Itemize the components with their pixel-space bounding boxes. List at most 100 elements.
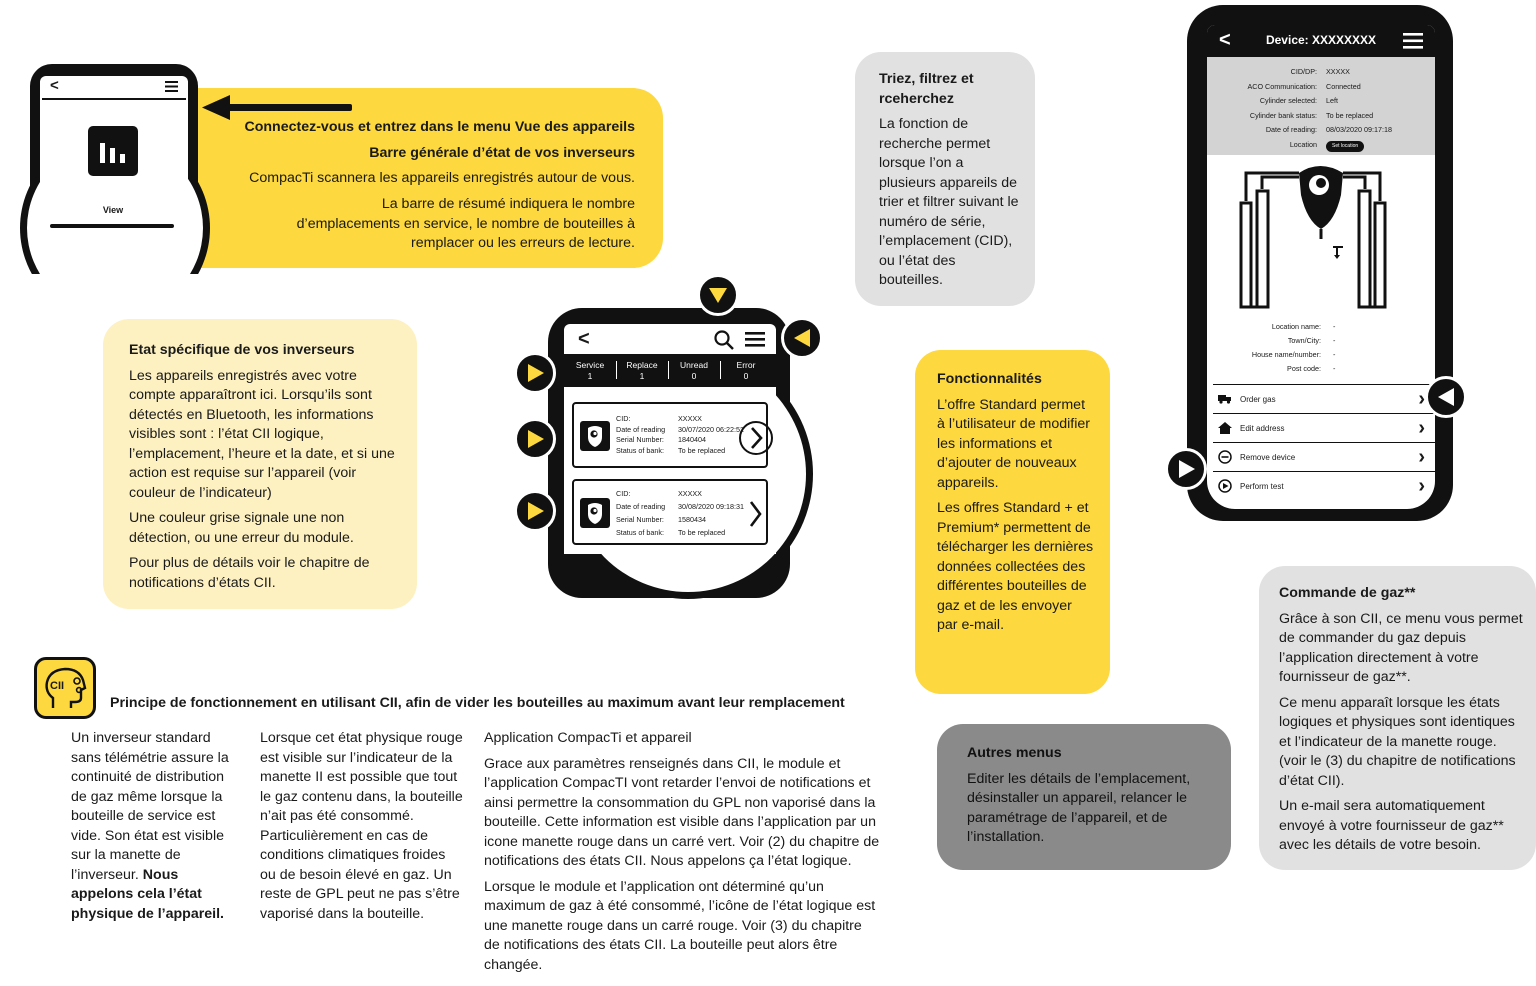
cii-heading: Principe de fonctionnement en utilisant … (110, 695, 845, 711)
connect-line-4: La barre de résumé indiquera le nombre d… (296, 196, 635, 251)
info-value: 08/03/2020 09:17:18 (1326, 125, 1392, 134)
pointer-right-icon (514, 418, 556, 460)
device-detail-screen: < Device: XXXXXXXX CID/DP: ACO Communica… (1207, 25, 1435, 509)
device-state-p1: Les appareils enregistrés avec votre com… (129, 367, 395, 501)
device-state-p2: Une couleur grise signale une non détect… (129, 510, 354, 546)
info-value: To be replaced (1326, 110, 1374, 120)
connect-line-2: Barre générale d’état de vos inverseurs (369, 145, 635, 161)
chevron-right-icon: › (1418, 475, 1425, 497)
menu-perform-test[interactable]: Perform test › (1213, 471, 1435, 500)
gas-order-card: Commande de gaz** Grâce à son CII, ce me… (1259, 566, 1536, 870)
location-label: House name/number: (1251, 350, 1321, 359)
location-label: Town/City: (1287, 336, 1321, 345)
info-value: XXXXX (1326, 67, 1350, 76)
shield-icon (588, 503, 602, 524)
chevron-right-icon: › (1418, 417, 1425, 439)
info-label: ACO Communication: (1247, 81, 1317, 91)
sort-filter-body: La fonction de recherche permet lorsque … (879, 116, 1019, 288)
connect-line-3: CompacTi scannera les appareils enregist… (249, 170, 635, 186)
summary-divider (616, 361, 617, 379)
stats-app-icon[interactable] (88, 126, 138, 176)
chevron-right-icon[interactable] (748, 499, 764, 529)
view-phone-divider (50, 224, 174, 228)
sort-filter-card: Triez, filtrez et rceherchez La fonction… (855, 52, 1035, 306)
chevron-right-icon[interactable] (738, 420, 774, 456)
device-state-card: Etat spécifique de vos inverseurs Les ap… (103, 319, 417, 609)
view-phone: < View (18, 62, 214, 274)
device-entry[interactable]: CID: Date of reading Serial Number: Stat… (572, 402, 773, 468)
info-label: Date of reading: (1265, 125, 1317, 134)
entry-value: XXXXX (678, 489, 702, 498)
device-status-icon (580, 421, 610, 451)
minus-circle-icon (1218, 450, 1232, 464)
back-icon[interactable]: < (578, 328, 590, 350)
menu-label: Remove device (1240, 452, 1296, 462)
entry-label: Date of reading (616, 424, 666, 434)
back-icon[interactable]: < (50, 77, 59, 94)
cylinder-regulator-illustration (1239, 166, 1387, 309)
features-card: Fonctionnalités L’offre Standard permet … (915, 350, 1110, 694)
home-icon (1218, 422, 1232, 434)
device-title: Device: XXXXXXXX (1265, 33, 1377, 47)
other-menus-card: Autres menus Editer les détails de l’emp… (937, 724, 1231, 870)
entry-label: CID: (616, 489, 631, 498)
menu-label: Edit address (1240, 423, 1285, 433)
features-p1: L’offre Standard permet à l’utilisateur … (937, 396, 1090, 491)
device-list-header: < (564, 324, 776, 356)
device-entry[interactable]: CID: Date of reading Serial Number: Stat… (572, 479, 768, 545)
search-icon[interactable] (714, 330, 734, 350)
entry-value: To be replaced (678, 445, 726, 455)
device-info-panel: CID/DP: ACO Communication: Cylinder sele… (1207, 57, 1435, 155)
set-location-button[interactable]: Set location (1326, 140, 1365, 152)
view-phone-header: < (42, 76, 186, 100)
summary-divider (720, 361, 721, 379)
info-value: Left (1326, 96, 1338, 105)
device-detail-header: < Device: XXXXXXXX (1207, 25, 1435, 57)
location-value: - (1333, 350, 1336, 359)
device-detail-phone: < Device: XXXXXXXX CID/DP: ACO Communica… (1187, 5, 1453, 521)
menu-order-gas[interactable]: Order gas › (1213, 384, 1435, 413)
gas-order-title: Commande de gaz** (1279, 585, 1416, 601)
menu-edit-address[interactable]: Edit address › (1213, 413, 1435, 442)
cii-col1-bold: Nous appelons cela l’état physique de l’… (71, 866, 224, 922)
pointer-left-icon (1425, 376, 1467, 418)
back-icon[interactable]: < (1219, 29, 1231, 51)
menu-label: Perform test (1240, 481, 1284, 491)
info-label: Cylinder bank status: (1249, 110, 1317, 120)
info-label: CID/DP: (1290, 67, 1317, 76)
device-status-icon (580, 498, 610, 528)
menu-icon[interactable] (165, 81, 178, 92)
entry-value: XXXXX (678, 414, 702, 423)
location-label: Location name: (1271, 322, 1321, 331)
play-circle-icon (1218, 479, 1232, 493)
menu-icon[interactable] (745, 332, 765, 347)
other-menus-title: Autres menus (967, 745, 1062, 761)
entry-value: To be replaced (678, 528, 726, 537)
info-label: Location (1289, 139, 1317, 149)
cii-col3-title: Application CompacTi et appareil (484, 730, 692, 746)
sort-filter-title: Triez, filtrez et rceherchez (879, 71, 974, 107)
cii-column-3: Application CompacTi et appareil Grace a… (484, 729, 880, 981)
menu-label: Order gas (1240, 394, 1276, 404)
gas-order-p2: Ce menu apparaît lorsque les états logiq… (1279, 694, 1516, 789)
info-label: Cylinder selected: (1259, 96, 1317, 105)
entry-label: CID: (616, 414, 631, 423)
menu-remove-device[interactable]: Remove device › (1213, 442, 1435, 471)
cii-col1-text: Un inverseur standard sans télémétrie as… (71, 730, 229, 883)
cii-col3-p1: Grace aux paramètres renseignés dans CII… (484, 755, 880, 870)
entry-value: 1840404 (678, 435, 706, 444)
chevron-right-icon: › (1418, 388, 1425, 410)
menu-icon[interactable] (1403, 33, 1423, 49)
bar-chart-icon (100, 143, 125, 163)
left-arrow-icon (202, 95, 352, 120)
location-value: - (1333, 322, 1336, 331)
summary-divider (668, 361, 669, 379)
device-state-title: Etat spécifique de vos inverseurs (129, 342, 355, 358)
other-menus-body: Editer les détails de l’emplacement, dés… (967, 770, 1191, 846)
